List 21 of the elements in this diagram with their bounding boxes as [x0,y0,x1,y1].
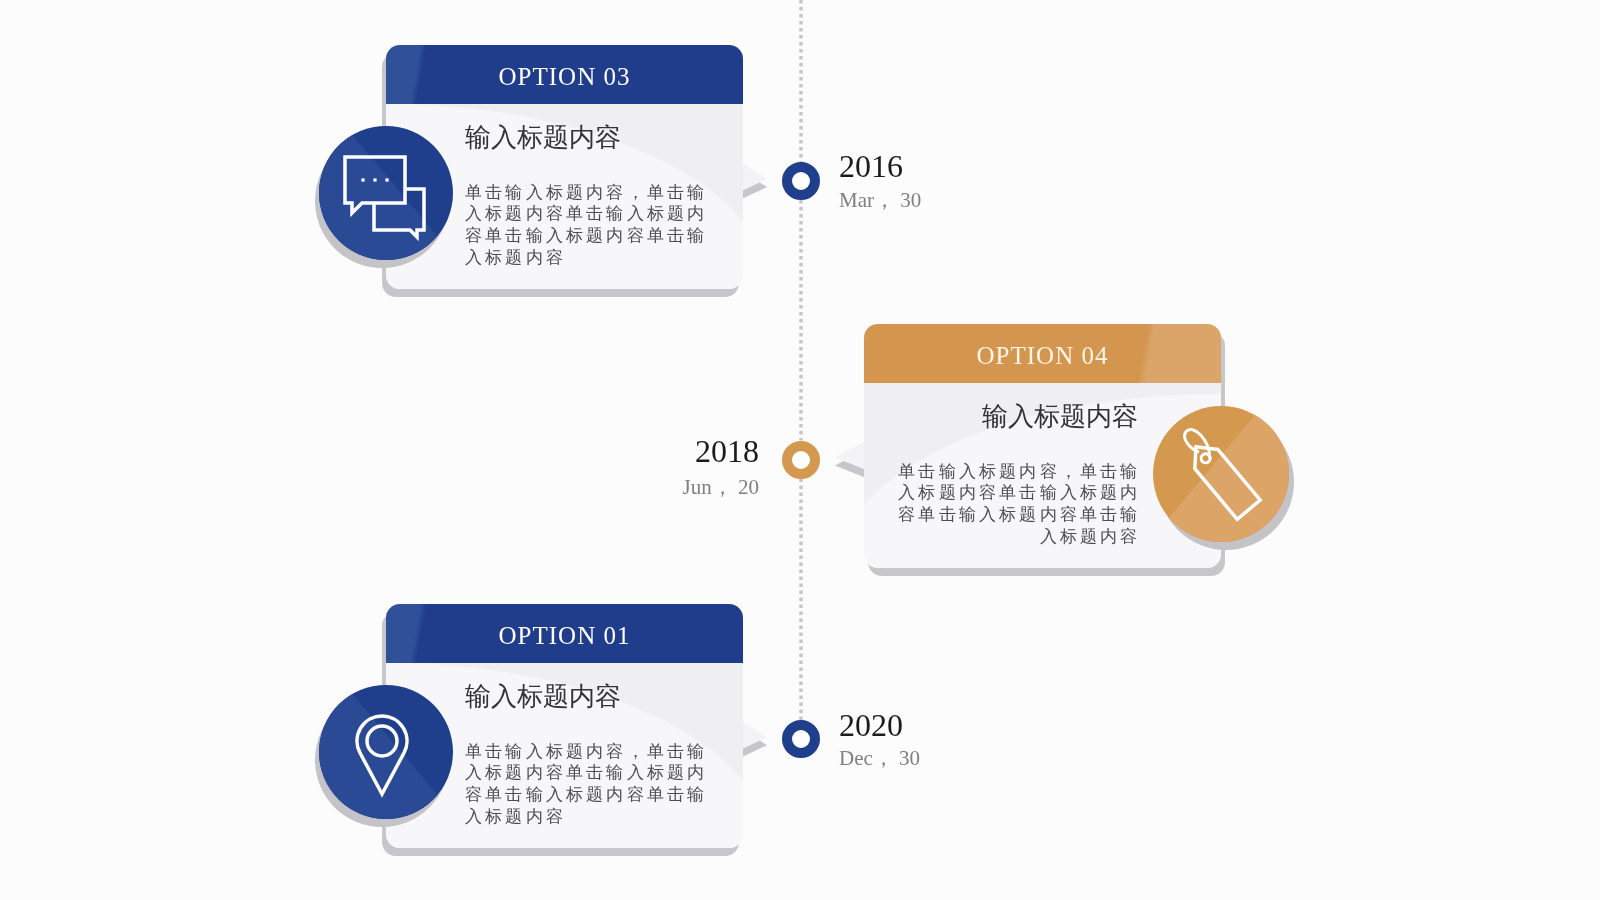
card-title: 输入标题内容 [465,680,621,713]
date-label: Jun， 20 [682,476,759,498]
timeline-dot [782,162,820,200]
timeline-dot [782,440,820,479]
card-title: 输入标题内容 [465,121,621,154]
date-label: Mar， 30 [839,190,922,211]
timeline-line [799,200,803,441]
card-header: OPTION 01 [386,604,743,663]
card-header: OPTION 03 [386,45,743,104]
timeline-dot [782,720,820,758]
card-text: 单击输入标题内容，单击输入标题内容单击输入标题内容单击输入标题内容单击输入标题内容 [465,181,709,269]
card-header: OPTION 04 [864,324,1221,383]
date-label: Dec， 30 [839,748,921,769]
card-title: 输入标题内容 [981,400,1138,433]
timeline-line [799,478,803,720]
year-label: 2020 [839,709,903,741]
card-text: 单击输入标题内容，单击输入标题内容单击输入标题内容单击输入标题内容单击输入标题内容 [465,740,709,828]
card-text: 单击输入标题内容，单击输入标题内容单击输入标题内容单击输入标题内容单击输入标题内容 [897,460,1141,548]
year-label: 2018 [695,435,759,467]
year-label: 2016 [839,150,903,182]
timeline-line [799,0,803,162]
